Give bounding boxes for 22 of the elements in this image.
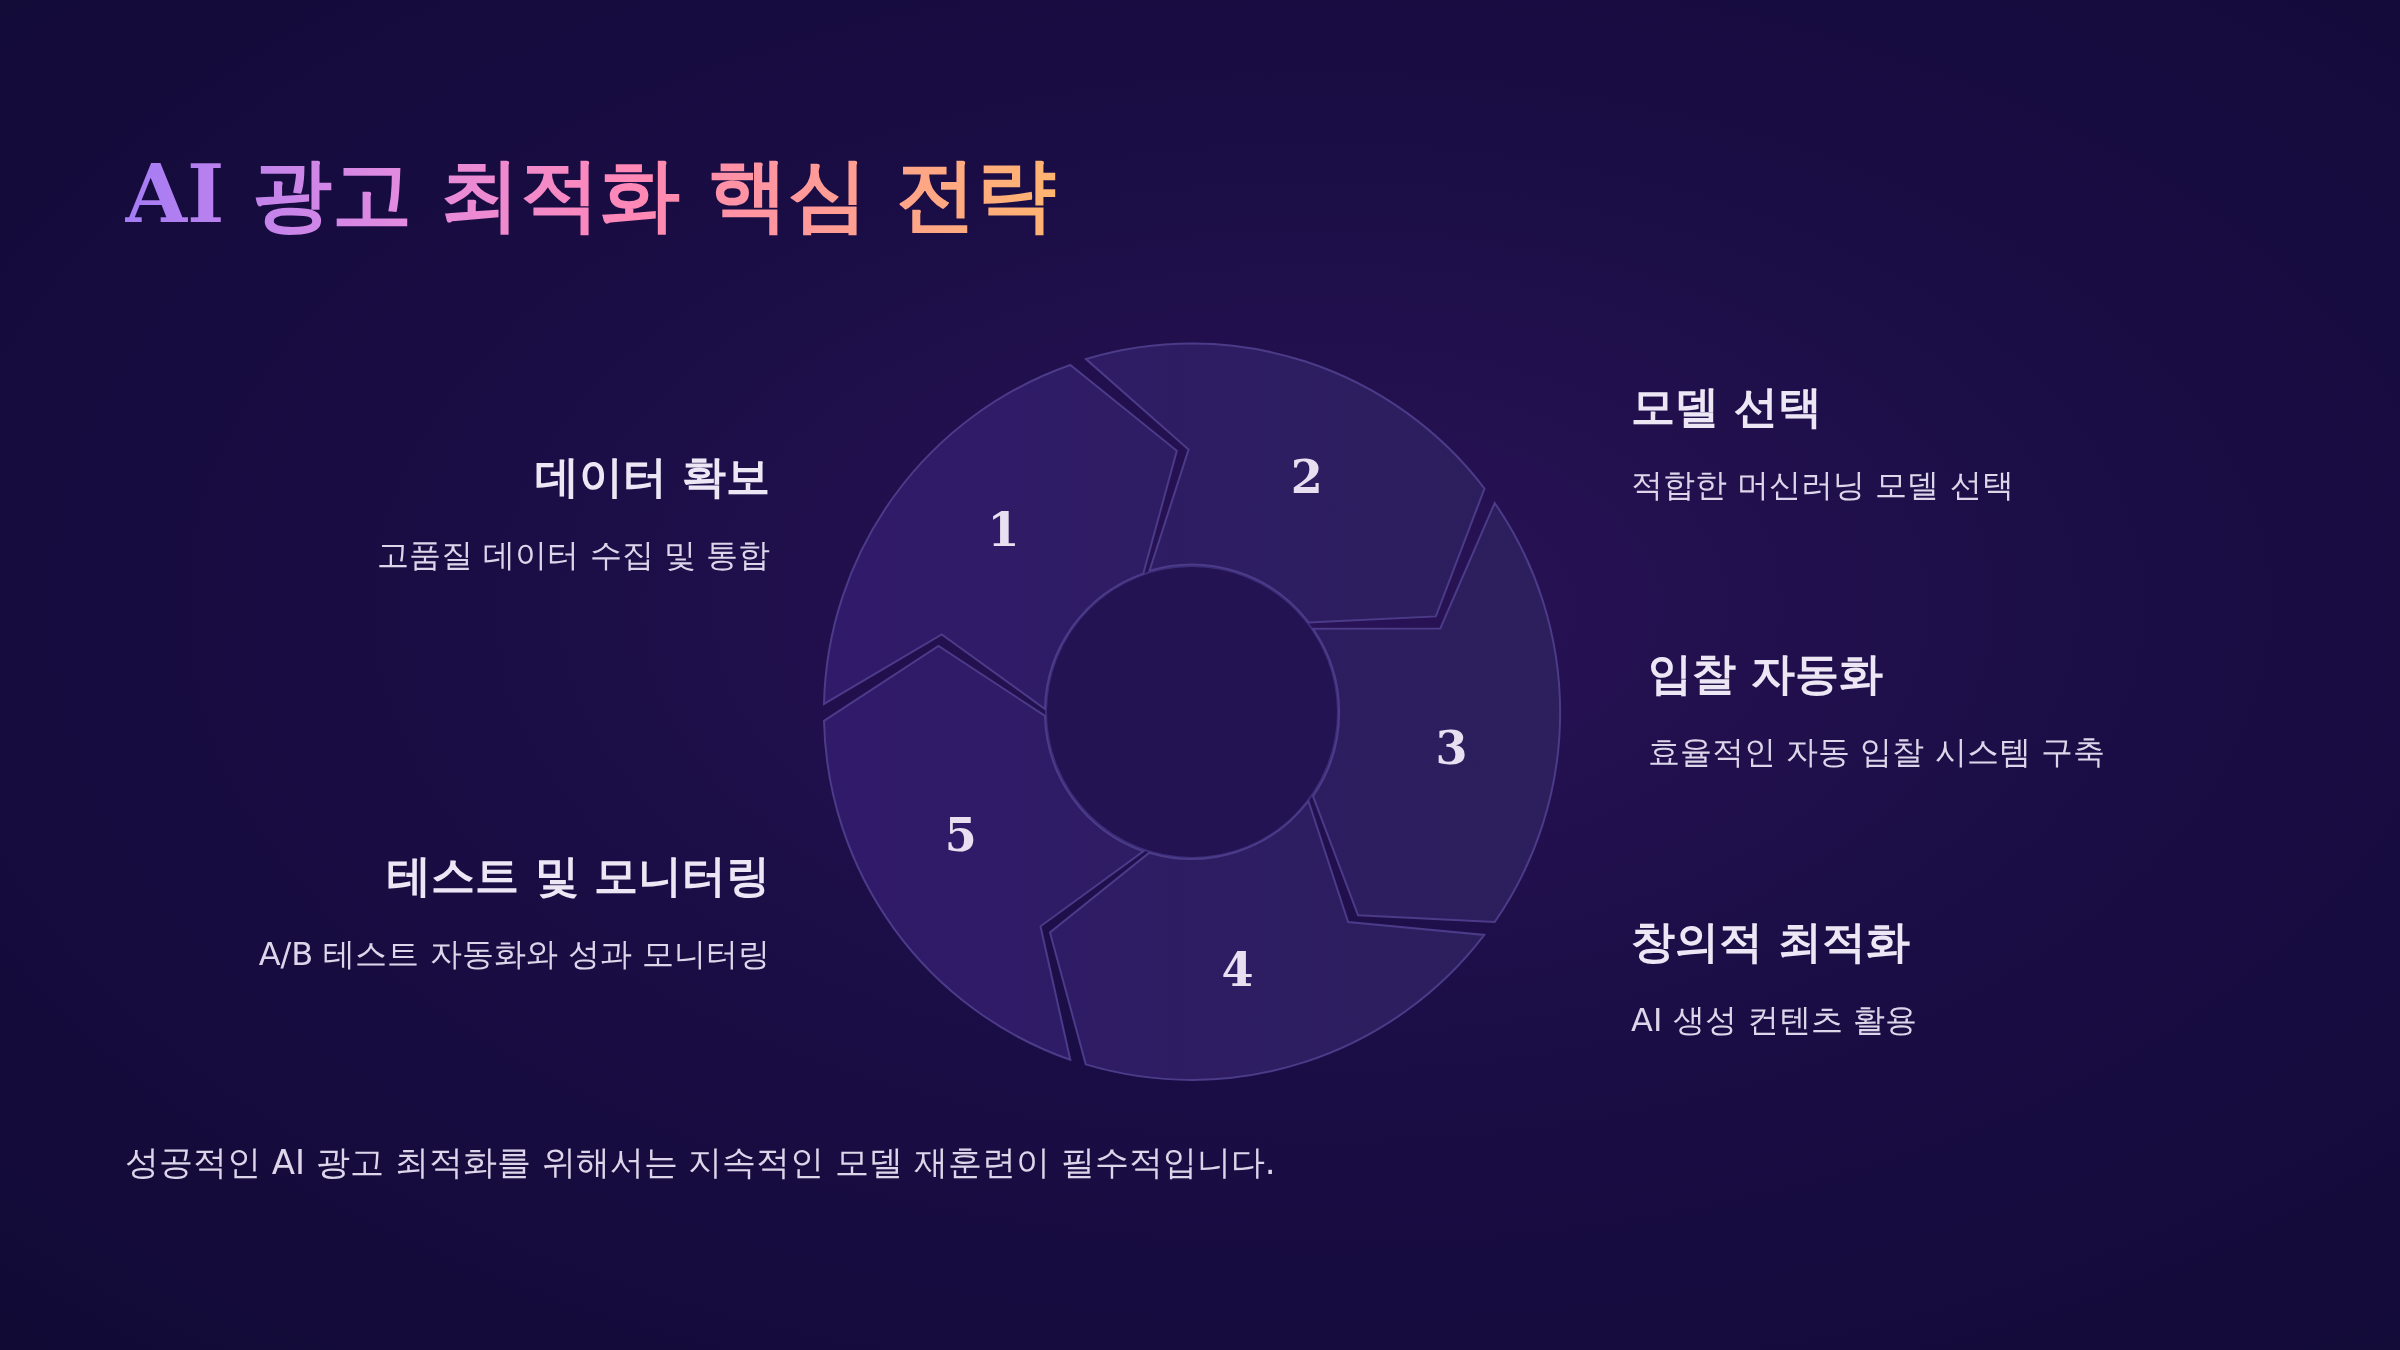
step-heading: 테스트 및 모니터링	[387, 849, 770, 903]
caption: 성공적인 AI 광고 최적화를 위해서는 지속적인 모델 재훈련이 필수적입니다.	[125, 1141, 1276, 1184]
step-number: 5	[944, 808, 977, 862]
step-heading: 창의적 최적화	[1631, 915, 1911, 969]
step-description: 효율적인 자동 입찰 시스템 구축	[1648, 732, 2105, 773]
step-number: 3	[1435, 721, 1468, 776]
arrow-segment	[1050, 801, 1485, 1080]
step-heading: 입찰 자동화	[1648, 647, 1884, 701]
step-description: 적합한 머신러닝 모델 선택	[1631, 465, 2014, 506]
step-description: A/B 테스트 자동화와 성과 모니터링	[258, 934, 770, 975]
step-number: 2	[1290, 449, 1323, 504]
step-number: 1	[987, 503, 1020, 557]
center-circle	[1045, 565, 1339, 859]
arrow-segment	[824, 645, 1144, 1060]
step-description: AI 생성 컨텐츠 활용	[1631, 1000, 1917, 1041]
arrow-segment	[1086, 344, 1485, 623]
step-heading: 모델 선택	[1631, 380, 1823, 434]
step-number: 4	[1221, 943, 1254, 997]
step-description: 고품질 데이터 수집 및 통합	[377, 535, 770, 576]
arrow-segment	[824, 364, 1177, 709]
step-heading: 데이터 확보	[534, 450, 770, 504]
arrow-segment	[1312, 502, 1560, 922]
